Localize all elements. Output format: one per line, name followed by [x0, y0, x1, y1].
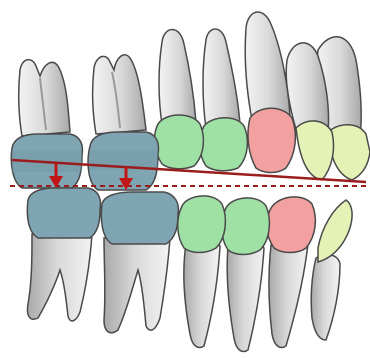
lower-incisor-root: [311, 255, 340, 340]
lower-incisor: [311, 200, 352, 340]
upper-molar-1: [88, 55, 158, 190]
lower-premolar-2: [178, 196, 226, 348]
lower-premolar-1-crown: [222, 198, 270, 255]
lower-premolar-1-root: [227, 242, 264, 352]
upper-incisor-crown: [328, 125, 370, 180]
lower-premolar-2-crown: [178, 196, 226, 253]
lower-premolar-1: [222, 198, 270, 352]
upper-premolar-1-root: [203, 29, 240, 128]
upper-premolar-1: [200, 29, 248, 171]
upper-premolar-2: [155, 30, 204, 169]
upper-canine: [245, 12, 295, 173]
lower-molar-2: [27, 188, 100, 321]
lower-incisor-crown: [318, 200, 352, 262]
upper-premolar-2-root: [159, 30, 196, 125]
lower-premolar-2-root: [184, 240, 220, 348]
upper-canine-crown: [248, 108, 295, 172]
upper-premolar-1-crown: [200, 118, 248, 171]
lower-molar-1: [101, 192, 178, 333]
upper-canine-root: [245, 12, 290, 120]
upper-lateral-incisor-crown: [296, 121, 334, 180]
lower-arch: [27, 188, 352, 352]
upper-molar-2-root: [19, 60, 70, 136]
upper-molar-2: [11, 60, 82, 188]
upper-premolar-2-crown: [155, 115, 204, 169]
lower-molar-1-root: [104, 238, 170, 333]
lower-molar-2-root: [27, 234, 92, 321]
lower-canine: [267, 197, 316, 348]
lower-molar-1-crown: [101, 192, 178, 244]
lower-molar-2-crown: [27, 188, 100, 238]
lower-canine-crown: [267, 197, 316, 253]
